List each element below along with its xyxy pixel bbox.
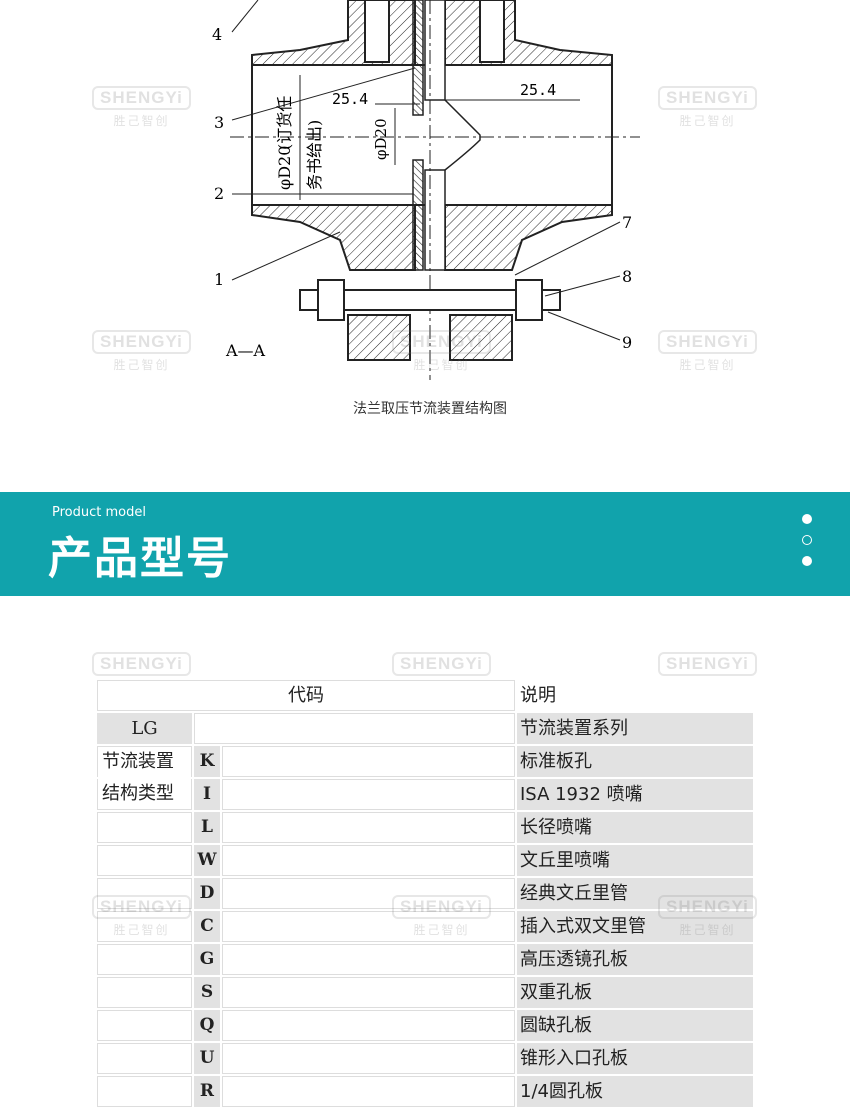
empty-cell — [222, 878, 515, 909]
type-label-cell: 结构类型 — [97, 779, 192, 810]
empty-cell — [97, 911, 192, 942]
banner-subtitle: Product model — [52, 505, 146, 520]
empty-cell — [222, 812, 515, 843]
empty-cell — [97, 1010, 192, 1041]
figure-caption: 法兰取压节流装置结构图 — [353, 401, 507, 417]
type-code: S — [194, 977, 220, 1008]
banner-dots — [802, 514, 814, 577]
type-desc: 双重孔板 — [517, 977, 753, 1008]
type-code: K — [194, 746, 220, 777]
part-label-8: 8 — [622, 267, 632, 286]
empty-cell — [97, 977, 192, 1008]
table-row: D 经典文丘里管 — [97, 878, 753, 911]
empty-cell — [222, 944, 515, 975]
type-code: C — [194, 911, 220, 942]
table-row: U 锥形入口孔板 — [97, 1043, 753, 1076]
empty-cell — [222, 746, 515, 777]
header-code: 代码 — [97, 680, 515, 711]
type-code: D — [194, 878, 220, 909]
type-desc: 圆缺孔板 — [517, 1010, 753, 1041]
type-code: Q — [194, 1010, 220, 1041]
empty-cell — [222, 845, 515, 876]
empty-cell — [97, 878, 192, 909]
table-row: C 插入式双文里管 — [97, 911, 753, 944]
empty-cell — [97, 1043, 192, 1074]
flange-diagram-section: 4 3 2 1 7 8 9 A—A 25.4 25.4 φD20 (订货任 务书… — [0, 0, 850, 470]
table-row: Q 圆缺孔板 — [97, 1010, 753, 1043]
type-desc: 文丘里喷嘴 — [517, 845, 753, 876]
series-desc: 节流装置系列 — [517, 713, 753, 744]
type-code: R — [194, 1076, 220, 1107]
type-code: W — [194, 845, 220, 876]
phi-d20-bore-label-c: 务书给出) — [305, 120, 324, 190]
empty-cell — [97, 944, 192, 975]
table-row: L 长径喷嘴 — [97, 812, 753, 845]
table-header-row: 代码 说明 — [97, 680, 753, 713]
dim-25-4-right: 25.4 — [520, 81, 556, 99]
part-label-4: 4 — [212, 25, 222, 44]
phi-d20-bore-label-b: (订货任 — [275, 96, 294, 150]
part-label-7: 7 — [622, 213, 632, 232]
type-desc: 高压透镜孔板 — [517, 944, 753, 975]
type-code: I — [194, 779, 220, 810]
type-desc: 标准板孔 — [517, 746, 753, 777]
table-row: G 高压透镜孔板 — [97, 944, 753, 977]
table-row: W 文丘里喷嘴 — [97, 845, 753, 878]
type-label-cell: 节流装置 — [97, 746, 192, 777]
series-code: LG — [97, 713, 192, 744]
part-label-3: 3 — [214, 113, 224, 132]
empty-cell — [222, 1076, 515, 1107]
type-desc: 锥形入口孔板 — [517, 1043, 753, 1074]
dim-25-4-left: 25.4 — [332, 90, 368, 108]
type-desc: 经典文丘里管 — [517, 878, 753, 909]
type-code: G — [194, 944, 220, 975]
flange-throttle-drawing: 4 3 2 1 7 8 9 A—A 25.4 25.4 φD20 (订货任 务书… — [212, 0, 640, 380]
phi-d20-bore-label-a: φD20 — [275, 146, 294, 190]
dot-indicator — [802, 514, 812, 524]
empty-cell — [222, 911, 515, 942]
type-code: U — [194, 1043, 220, 1074]
table-row: S 双重孔板 — [97, 977, 753, 1010]
type-desc: ISA 1932 喷嘴 — [517, 779, 753, 810]
table-row: R 1/4圆孔板 — [97, 1076, 753, 1109]
banner-title: 产品型号 — [48, 533, 232, 584]
dot-indicator — [802, 535, 812, 545]
product-model-banner: Product model 产品型号 — [0, 492, 850, 596]
empty-cell — [194, 713, 515, 744]
header-desc: 说明 — [517, 680, 753, 711]
empty-cell — [222, 1043, 515, 1074]
type-desc: 长径喷嘴 — [517, 812, 753, 843]
type-desc: 1/4圆孔板 — [517, 1076, 753, 1107]
section-label: A—A — [225, 341, 266, 360]
empty-cell — [97, 812, 192, 843]
table-row-series: LG 节流装置系列 — [97, 713, 753, 746]
empty-cell — [97, 845, 192, 876]
part-label-1: 1 — [214, 270, 224, 289]
empty-cell — [222, 779, 515, 810]
part-label-2: 2 — [214, 184, 224, 203]
part-label-9: 9 — [622, 333, 632, 352]
phi-d20-small-label: φD20 — [372, 118, 390, 160]
empty-cell — [97, 1076, 192, 1107]
type-code: L — [194, 812, 220, 843]
dot-indicator — [802, 556, 812, 566]
empty-cell — [222, 1010, 515, 1041]
empty-cell — [222, 977, 515, 1008]
type-desc: 插入式双文里管 — [517, 911, 753, 942]
